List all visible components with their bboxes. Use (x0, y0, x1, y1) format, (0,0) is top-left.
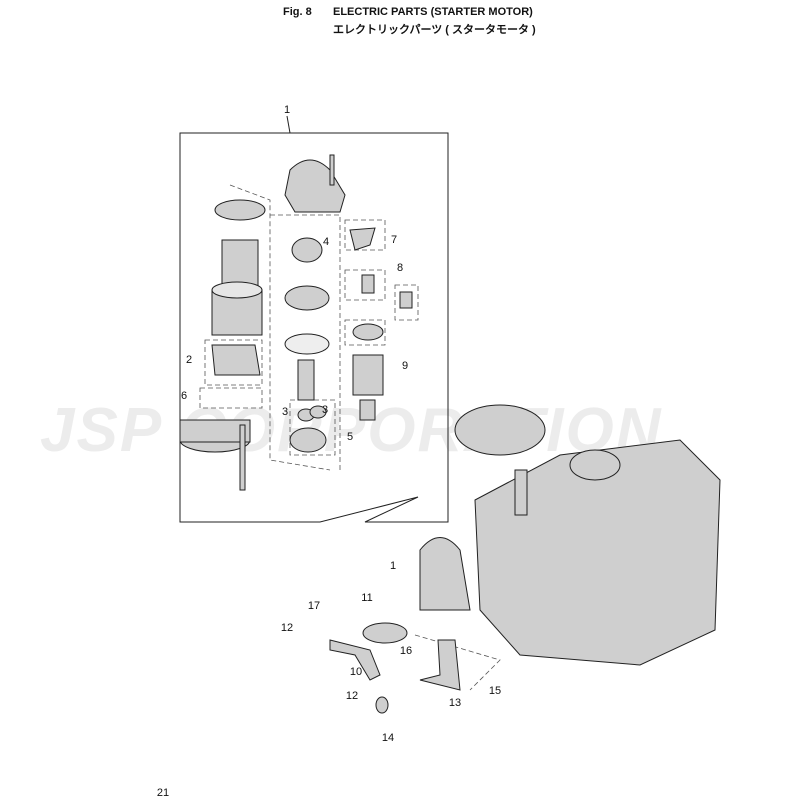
callout-4: 4 (322, 236, 330, 248)
callout-13: 13 (448, 697, 462, 709)
callout-1-assembly: 1 (389, 560, 397, 572)
callout-1: 1 (283, 104, 291, 116)
figure-title-japanese: エレクトリックパーツ ( スタータモータ ) (333, 24, 536, 36)
callout-16: 16 (399, 645, 413, 657)
callout-10: 10 (349, 666, 363, 678)
callout-7: 7 (390, 234, 398, 246)
callout-3a: 3 (281, 406, 289, 418)
callout-12a: 12 (280, 622, 294, 634)
callout-6: 6 (180, 390, 188, 402)
figure-title: ELECTRIC PARTS (STARTER MOTOR) (333, 6, 533, 18)
callout-9: 9 (401, 360, 409, 372)
starter-motor (419, 537, 471, 611)
starter-end-cap (284, 159, 346, 213)
watermark: JSP CORPORATION (40, 396, 663, 465)
callout-17: 17 (307, 600, 321, 612)
callout-8: 8 (396, 262, 404, 274)
callout-11: 11 (361, 592, 373, 604)
callout-15: 15 (488, 685, 502, 697)
callout-5: 5 (346, 431, 354, 443)
detail-frame (179, 132, 449, 523)
brush-holder (211, 344, 261, 376)
callout-14: 14 (381, 732, 395, 744)
callout-2: 2 (185, 354, 193, 366)
callout-12b: 12 (345, 690, 359, 702)
page-number: 21 (156, 787, 170, 799)
callout-3b: 3 (321, 404, 329, 416)
figure-number: Fig. 8 (283, 6, 312, 18)
